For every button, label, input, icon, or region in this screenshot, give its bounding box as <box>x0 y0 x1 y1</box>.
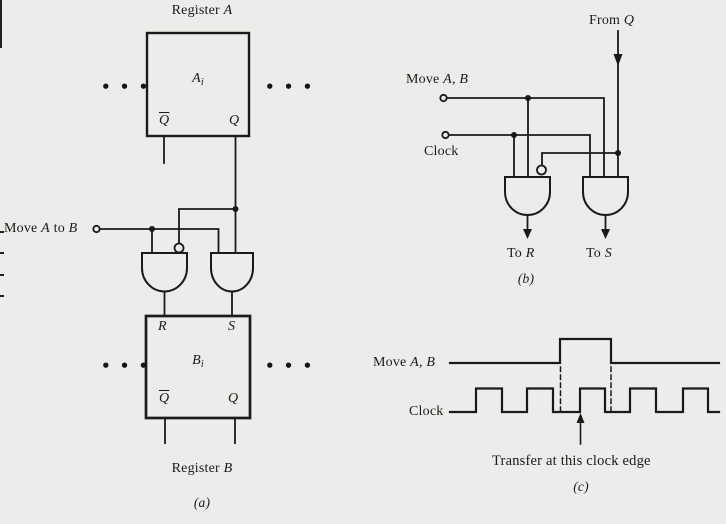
and-gate-s <box>210 252 254 293</box>
transfer-annotation: Transfer at this clock edge <box>492 453 651 469</box>
clock-waveform <box>448 387 721 414</box>
move-ab-waveform <box>448 337 721 365</box>
panel-b-arrows <box>523 54 623 239</box>
ellipsis-dots: • • • <box>101 357 151 375</box>
and-gate-to-r <box>504 176 551 216</box>
scan-edge-tick <box>0 231 4 233</box>
panel-c-arrow <box>576 413 585 445</box>
a-q-label: Q <box>229 113 240 128</box>
to-r-label: To R <box>507 246 535 261</box>
flipflop-a-label: Ai <box>192 71 204 88</box>
panel-a-gates <box>141 252 254 293</box>
arrowhead-down <box>601 229 610 239</box>
scan-edge-tick <box>0 274 4 276</box>
scan-edge-tick <box>0 252 4 254</box>
move-ab-label-c: Move A, B <box>373 355 436 370</box>
register-b-box <box>144 314 252 420</box>
clock-label-b: Clock <box>424 144 459 159</box>
clock-label-c: Clock <box>409 404 444 419</box>
b-qbar-label: Q <box>159 391 170 406</box>
b-q-label: Q <box>228 391 239 406</box>
to-s-label: To S <box>586 246 612 261</box>
a-qbar-label: Q <box>159 113 170 128</box>
ellipsis-dots: • • • <box>265 357 315 375</box>
panel-c-dashed-guides <box>559 366 612 413</box>
panel-b-nodes <box>439 93 621 176</box>
b-r-label: R <box>158 319 167 334</box>
junction-dot <box>615 150 621 156</box>
caption-c: (c) <box>573 479 589 494</box>
input-terminal <box>439 93 448 103</box>
input-terminal <box>441 130 450 140</box>
scan-edge-mark <box>0 0 2 48</box>
scan-edge-tick <box>0 295 4 297</box>
register-b-title: Register B <box>171 461 233 476</box>
inverter-bubble <box>173 242 185 254</box>
register-a-box <box>145 31 251 138</box>
junction-dot <box>511 132 517 138</box>
register-a-title: Register A <box>171 3 233 18</box>
move-ab-label-b: Move A, B <box>406 72 469 87</box>
flipflop-b-label: Bi <box>192 353 204 370</box>
ellipsis-dots: • • • <box>101 78 151 96</box>
arrowhead-down <box>523 229 532 239</box>
input-terminal <box>92 224 101 234</box>
arrowhead-down <box>613 54 623 66</box>
ellipsis-dots: • • • <box>265 78 315 96</box>
caption-b: (b) <box>517 271 535 286</box>
panel-b-gates <box>504 176 629 216</box>
inverter-bubble <box>536 164 547 176</box>
panel-c-waveforms <box>448 337 721 414</box>
panel-a-wires <box>99 135 237 444</box>
junction-dot <box>232 206 239 212</box>
b-s-label: S <box>228 319 236 334</box>
from-q-label: From Q <box>589 13 635 28</box>
and-gate-to-s <box>582 176 629 216</box>
panel-a-nodes <box>92 206 239 254</box>
junction-dot <box>149 226 155 232</box>
panel-b-wires <box>446 30 619 178</box>
caption-a: (a) <box>193 495 211 510</box>
and-gate-r <box>141 252 188 293</box>
arrowhead-up <box>576 413 585 423</box>
move-a-to-b-label: Move A to B <box>4 221 78 236</box>
junction-dot <box>525 95 531 101</box>
